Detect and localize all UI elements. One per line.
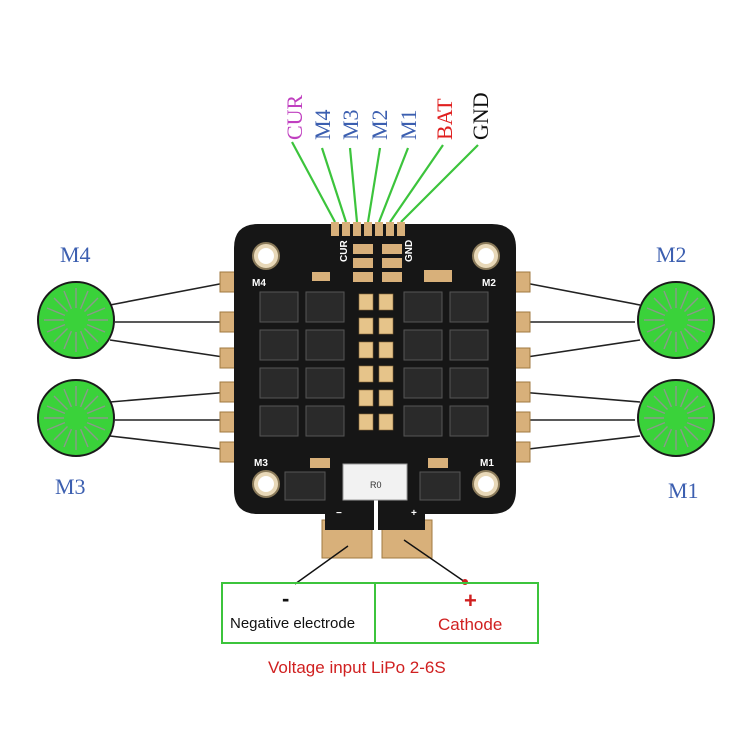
silk-minus: − [336, 508, 342, 519]
wire-m1 [377, 147, 410, 223]
motor-m4 [37, 281, 115, 359]
silk-m1: M1 [480, 458, 494, 469]
pin-label-gnd: GND [468, 92, 493, 140]
positive-symbol: + [464, 588, 477, 613]
wire-bat [389, 144, 444, 223]
wire-m4 [320, 147, 348, 223]
motor-wires [109, 281, 641, 451]
motor-label-m2: M2 [656, 242, 687, 267]
caption: Voltage input LiPo 2-6S [268, 658, 446, 677]
negative-label: Negative electrode [230, 615, 355, 632]
pin-labels: CUR M4 M3 M2 M1 BAT GND [282, 92, 493, 140]
power-box [221, 582, 539, 644]
positive-label: Cathode [438, 615, 502, 634]
pin-label-m2: M2 [367, 109, 392, 140]
shunt-label: R0 [370, 480, 382, 490]
motor-m3 [37, 379, 115, 457]
pin-label-m1: M1 [396, 109, 421, 140]
esc-board: R0 M4 M2 M3 M1 CUR GND − + [219, 222, 531, 560]
silk-m2: M2 [482, 278, 496, 289]
mounting-holes [252, 242, 500, 498]
silk-m4: M4 [252, 278, 266, 289]
wire-m3 [348, 147, 359, 223]
motor-m2 [637, 281, 715, 359]
silk-cur: CUR [339, 240, 350, 262]
motor-label-m3: M3 [55, 474, 86, 499]
motor-m1 [637, 379, 715, 457]
header-pads [331, 222, 405, 236]
silk-plus: + [411, 508, 417, 519]
pad-arrows [294, 539, 466, 585]
pin-label-cur: CUR [282, 94, 307, 140]
mosfets [259, 291, 489, 501]
negative-symbol: - [282, 586, 289, 611]
wire-cur [291, 141, 336, 223]
pin-label-bat: BAT [432, 98, 457, 140]
motor-label-m4: M4 [60, 242, 91, 267]
center-components [358, 293, 394, 431]
motor-label-m1: M1 [668, 478, 699, 503]
wire-m2 [366, 147, 382, 223]
silk-gnd: GND [404, 240, 415, 262]
shunt-resistor [342, 463, 408, 501]
signal-wires [291, 141, 479, 223]
pin-label-m4: M4 [310, 109, 335, 140]
silk-m3: M3 [254, 458, 268, 469]
pin-label-m3: M3 [338, 109, 363, 140]
wire-gnd [400, 144, 479, 223]
